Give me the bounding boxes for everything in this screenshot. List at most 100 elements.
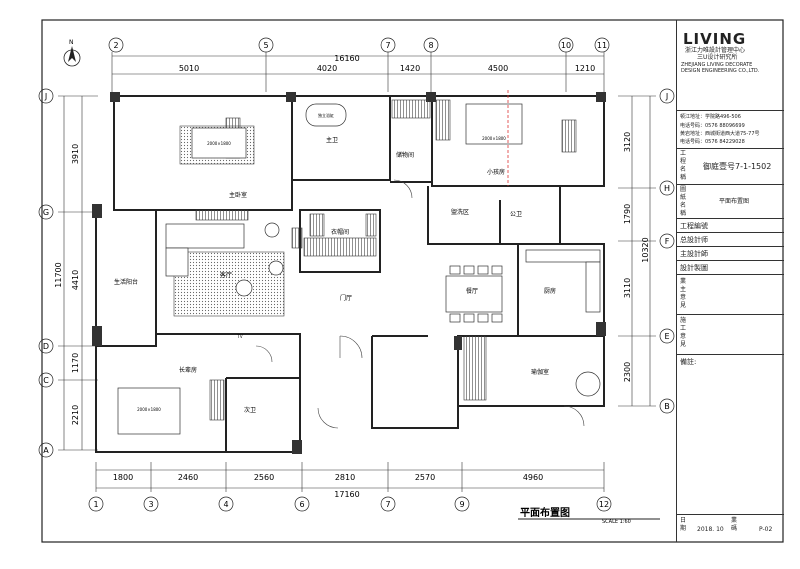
project-name: 御庭壹号7-1-1502 (703, 162, 772, 171)
elder-bed-label: 2000×1800 (137, 407, 161, 412)
divider (677, 110, 784, 111)
right-axis-bubbles: J H F E B (659, 88, 675, 414)
project-name-label: 工程名稱 (680, 150, 687, 181)
beds (117, 103, 523, 435)
room-kitchen: 厨房 (544, 287, 556, 295)
north-label: N (69, 39, 74, 46)
left-total-dim: 11700 (54, 262, 63, 287)
room-cloakroom: 衣帽间 (331, 228, 349, 236)
address-2: 黄岩地址：西城街道西大道75-77号 (680, 131, 760, 137)
drawing-name-label: 圖紙名稱 (680, 186, 687, 217)
right-dim-1: 3120 (623, 132, 632, 152)
sheet-border (41, 19, 784, 543)
axis-col-10: 10 (561, 41, 571, 50)
axis-row-a-left: A (43, 446, 49, 455)
left-dim-4: 2210 (71, 405, 80, 425)
right-total-dim: 10320 (641, 237, 650, 262)
axis-col-8: 8 (428, 41, 433, 50)
company-logo: LIVING (683, 30, 747, 48)
page-label: 業碼 (731, 517, 738, 532)
top-dim-3: 1420 (400, 64, 420, 73)
drawing-title: 平面布置图 (520, 506, 570, 519)
bottom-dim-5: 2570 (415, 473, 435, 482)
phone-2: 电话号码：0576 84229028 (680, 139, 745, 145)
axis-col-11: 11 (597, 41, 607, 50)
plan-walls (95, 95, 605, 453)
construction-opinion-label: 施工意見 (680, 317, 687, 348)
master-bed-label: 2000×1800 (207, 141, 231, 146)
company-name-en2: DESIGN ENGINEERING CO.,LTD. (681, 68, 760, 74)
bathtub (305, 103, 347, 127)
room-laundry: 盥洗区 (451, 208, 469, 216)
bottom-dim-2: 2460 (178, 473, 198, 482)
left-dim-3: 1170 (71, 353, 80, 373)
top-dimension-lines (111, 52, 605, 92)
axis-row-d-left: D (43, 342, 49, 351)
kitchen-counter (525, 249, 601, 263)
axis-row-j-right: J (665, 92, 668, 101)
divider (677, 184, 784, 185)
page-number: P-02 (759, 526, 773, 533)
room-public-bath: 公卫 (510, 211, 522, 218)
top-dim-1: 5010 (179, 64, 199, 73)
company-name-en1: ZHEJIANG LIVING DECORATE (681, 62, 753, 68)
company-name-cn: 浙江力唯設計管理中心 (685, 47, 746, 54)
axis-col-6: 6 (299, 500, 304, 509)
axis-row-j-left: J (44, 92, 47, 101)
axis-row-g-left: G (43, 208, 49, 217)
date-label: 日期 (680, 517, 687, 532)
room-elder: 长辈房 (179, 366, 197, 374)
right-dimension-lines (618, 95, 656, 407)
room-master-bedroom: 主卧室 (229, 191, 247, 199)
top-dim-5: 1210 (575, 64, 595, 73)
north-arrow-icon: N (63, 39, 81, 67)
axis-col-7b: 7 (385, 500, 390, 509)
kitchen-side-counter (585, 261, 601, 313)
remarks-label: 備註: (680, 358, 697, 366)
top-axis-bubbles: 2 5 7 8 10 11 (108, 37, 610, 53)
divider (677, 148, 784, 149)
axis-col-1: 1 (93, 500, 98, 509)
bottom-dim-3: 2560 (254, 473, 274, 482)
doors (255, 179, 585, 429)
room-foyer: 门厅 (340, 294, 352, 302)
left-dim-2: 4410 (71, 270, 80, 290)
divider (677, 314, 784, 315)
owner-opinion-label: 業主意見 (680, 278, 687, 309)
bottom-dim-4: 2810 (335, 473, 355, 482)
living-furniture (165, 222, 284, 297)
top-dim-4: 4500 (488, 64, 508, 73)
axis-row-e-right: E (664, 332, 669, 341)
drawing-scale: SCALE 1:60 (602, 519, 631, 525)
axis-col-5: 5 (263, 41, 268, 50)
divider (677, 274, 784, 275)
left-dimension-lines (58, 95, 98, 451)
room-master-bath: 主卫 (326, 136, 338, 144)
bottom-dimension-lines (95, 462, 605, 492)
bottom-total-dim: 17160 (334, 490, 359, 499)
address-1: 顿江地址：学院路496-506 (680, 114, 741, 120)
structural-columns (92, 92, 606, 454)
project-no-label: 工程編號 (680, 222, 708, 230)
company-name-cn2: 三U设计研究所 (697, 54, 738, 61)
axis-col-3: 3 (148, 500, 153, 509)
axis-col-12: 12 (599, 500, 609, 509)
axis-row-c-left: C (43, 376, 49, 385)
right-dim-2: 1790 (623, 204, 632, 224)
yoga-mat (575, 371, 601, 397)
dining-table (445, 265, 503, 323)
room-kids: 小孩房 (487, 168, 505, 176)
divider (677, 232, 784, 233)
room-storage: 储物间 (396, 151, 414, 159)
room-second-bath: 次卫 (244, 406, 256, 414)
axis-col-2: 2 (113, 41, 118, 50)
axis-row-h-right: H (664, 184, 670, 193)
design-drawing-label: 設計製圖 (680, 264, 708, 272)
axis-row-f-right: F (665, 237, 670, 246)
living-rug (173, 251, 285, 317)
divider (677, 246, 784, 247)
axis-col-7: 7 (385, 41, 390, 50)
room-dining: 餐厅 (466, 287, 478, 295)
